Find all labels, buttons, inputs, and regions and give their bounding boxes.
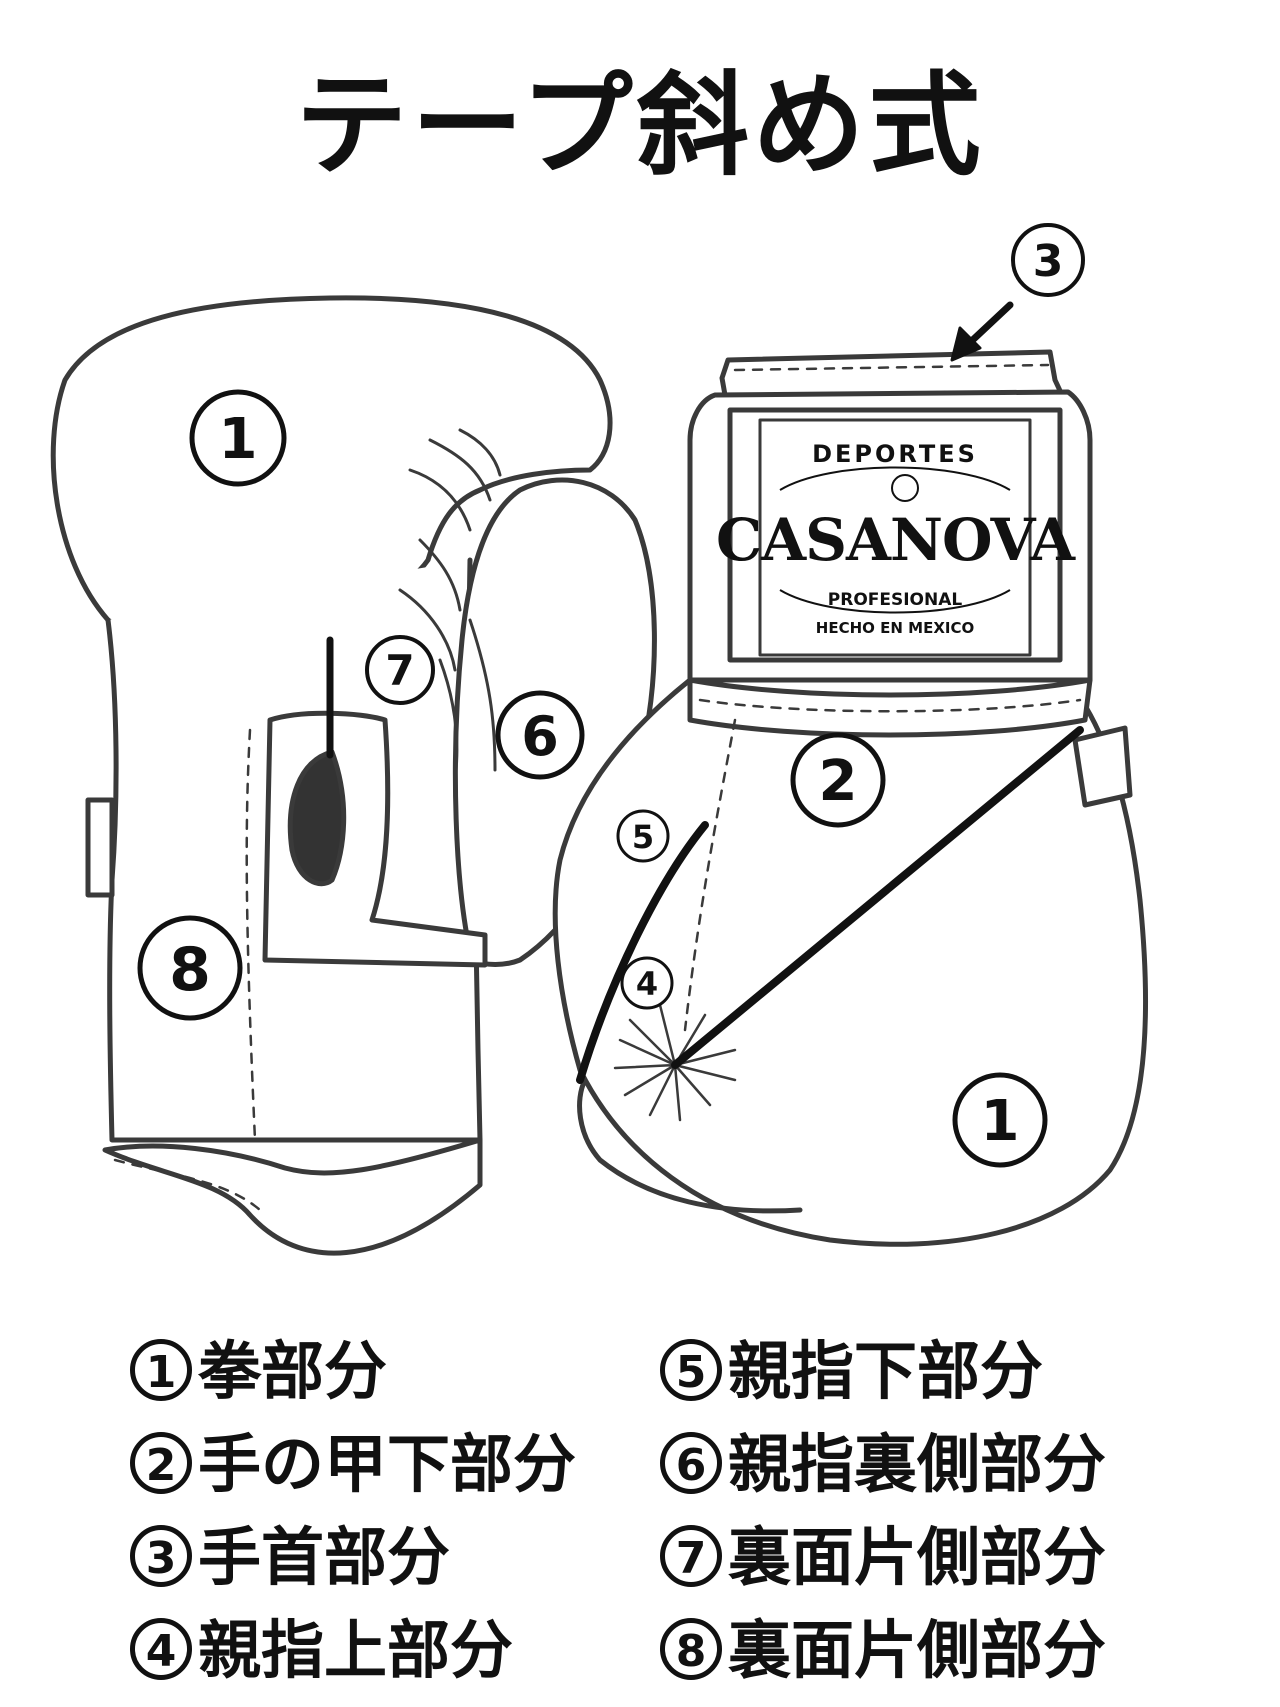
legend-label: 裏面片側部分: [728, 1614, 1106, 1687]
svg-text:2: 2: [819, 749, 858, 814]
left-glove-strap: [85, 797, 115, 898]
legend-num: 7: [660, 1524, 722, 1587]
right-glove-strap: [1072, 725, 1133, 808]
markers: 1 7 6 8 3 2 5 4: [137, 223, 1085, 1168]
legend-label: 裏面片側部分: [728, 1521, 1106, 1594]
page-title: テープ斜め式: [295, 61, 985, 191]
marker-thumb-lower: 5: [616, 809, 670, 863]
logo-arc-bottom: [779, 589, 1011, 614]
marker-thumb-upper: 4: [620, 956, 674, 1010]
right-glove-thumb: [577, 1077, 803, 1214]
logo-bottom-text: HECHO EN MEXICO: [816, 619, 974, 637]
svg-text:6: 6: [521, 705, 559, 768]
left-glove-bottom-trim: [102, 1137, 483, 1256]
right-glove-wrist-band: [719, 349, 1065, 398]
legend-num: 6: [660, 1431, 722, 1494]
legend-num: 5: [660, 1338, 722, 1401]
right-glove-stitch-wrist: [733, 363, 1050, 372]
left-glove-crease-4: [418, 538, 462, 612]
legend-label: 手首部分: [198, 1521, 450, 1594]
legend-num: 4: [130, 1617, 192, 1680]
marker-fist-back: 1: [189, 389, 287, 487]
logo: DEPORTES CASANOVA PROFESIONAL HECHO EN M…: [716, 440, 1077, 637]
marker-fist-front: 1: [952, 1072, 1048, 1168]
left-glove-crease-6: [438, 658, 459, 782]
legend-num: 1: [130, 1338, 192, 1401]
legend-num: 8: [660, 1617, 722, 1680]
right-glove-cuff-bottom: [687, 677, 1093, 738]
left-glove-grip: [287, 749, 347, 887]
legend-label: 手の甲下部分: [198, 1428, 576, 1501]
logo-top-text: DEPORTES: [812, 440, 978, 468]
marker-hand-back: 2: [790, 732, 886, 828]
left-glove-crease-7: [468, 618, 497, 772]
legend-num: 2: [130, 1431, 192, 1494]
legend-label: 拳部分: [198, 1335, 387, 1408]
svg-text:3: 3: [1033, 236, 1064, 287]
svg-text:1: 1: [981, 1089, 1020, 1154]
marker-thumb-back: 6: [495, 690, 585, 780]
legend-label: 親指下部分: [728, 1335, 1043, 1408]
logo-middle-text: PROFESIONAL: [828, 590, 963, 610]
logo-arc-top: [779, 466, 1011, 491]
left-glove-stitch-bottom: [113, 1158, 262, 1212]
left-glove-crease-5: [398, 588, 457, 672]
logo-brand-text: CASANOVA: [716, 506, 1076, 574]
legend-num: 3: [130, 1524, 192, 1587]
left-glove: [50, 295, 657, 1256]
left-glove-stitch: [245, 728, 257, 1142]
svg-text:1: 1: [219, 407, 258, 472]
left-glove-crease-1: [408, 468, 472, 532]
marker-back-side-8: 8: [137, 915, 243, 1021]
svg-text:5: 5: [632, 818, 654, 856]
glove-diagram: DEPORTES CASANOVA PROFESIONAL HECHO EN M…: [50, 223, 1149, 1256]
right-glove-stitch-cuff: [698, 698, 1082, 713]
svg-text:7: 7: [385, 646, 414, 695]
marker-back-side-7: 7: [365, 635, 435, 705]
right-glove-logo-inner: [758, 418, 1032, 657]
legend-label: 親指上部分: [198, 1614, 513, 1687]
right-glove-tape-line: [671, 726, 1084, 1069]
logo-emblem-icon: [891, 474, 919, 502]
marker-wrist: 3: [1011, 223, 1085, 297]
right-glove-crease-burst: [613, 1003, 737, 1122]
left-glove-crease-3: [458, 428, 502, 477]
left-glove-crease-2: [428, 438, 492, 502]
right-glove-thumb-tape: [576, 821, 709, 1084]
wrist-arrow-head: [950, 326, 982, 362]
svg-text:8: 8: [169, 935, 211, 1005]
svg-text:4: 4: [636, 965, 658, 1003]
legend-label: 親指裏側部分: [728, 1428, 1106, 1501]
